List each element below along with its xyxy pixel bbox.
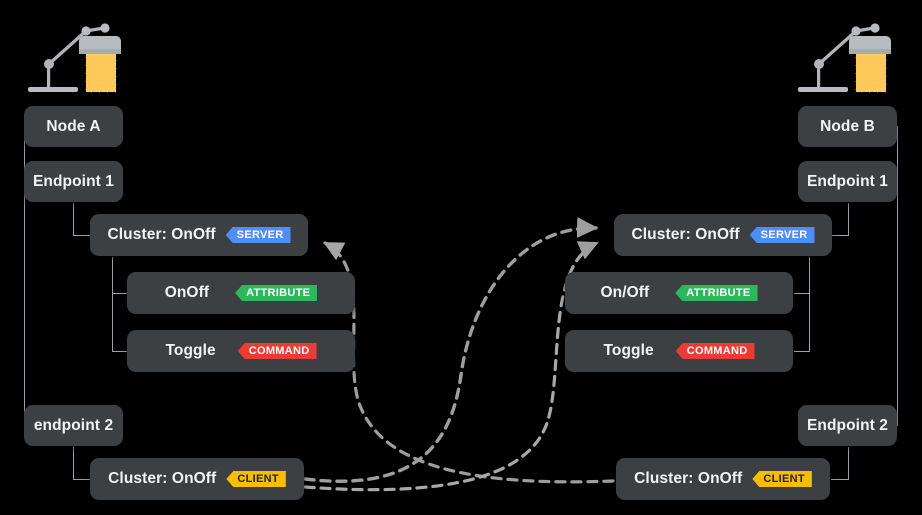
right-ep1-to-cluster-h (831, 235, 849, 237)
right-endpoint-1-label: Endpoint 1 (806, 172, 889, 190)
right-spine-line (897, 126, 899, 426)
left-cluster-server-box[interactable]: Cluster: OnOff SERVER (90, 214, 308, 256)
node-a-label: Node A (46, 117, 101, 135)
right-cluster-client-box[interactable]: Cluster: OnOff CLIENT (616, 458, 830, 500)
right-command-label: Toggle (603, 342, 654, 359)
left-ep1-to-cluster-h (73, 235, 90, 237)
left-endpoint-1-label: Endpoint 1 (32, 172, 115, 190)
left-command-row[interactable]: Toggle COMMAND (127, 330, 355, 372)
right-command-row[interactable]: Toggle COMMAND (565, 330, 793, 372)
right-ep2-to-cluster-v (848, 447, 850, 479)
right-ep2-to-cluster-h (831, 479, 849, 481)
right-cluster-server-label: Cluster: OnOff (631, 226, 740, 243)
attribute-tag: ATTRIBUTE (675, 285, 758, 301)
left-command-label: Toggle (165, 342, 216, 359)
client-tag: CLIENT (752, 471, 812, 487)
right-cluster-server-box[interactable]: Cluster: OnOff SERVER (614, 214, 832, 256)
left-attribute-row[interactable]: OnOff ATTRIBUTE (127, 272, 355, 314)
server-tag: SERVER (225, 227, 291, 243)
command-tag: COMMAND (675, 343, 755, 359)
left-endpoint-2-label: endpoint 2 (33, 416, 114, 434)
left-spine-line (24, 126, 26, 426)
left-endpoint-2-box[interactable]: endpoint 2 (24, 405, 123, 446)
right-endpoint-2-box[interactable]: Endpoint 2 (798, 405, 897, 446)
desk-lamp-icon-right (798, 23, 891, 93)
right-cluster-children-v (809, 257, 811, 351)
attribute-tag: ATTRIBUTE (235, 285, 318, 301)
right-cluster-to-command (794, 351, 810, 353)
right-attribute-row[interactable]: On/Off ATTRIBUTE (565, 272, 793, 314)
left-cluster-server-label: Cluster: OnOff (107, 226, 216, 243)
left-cluster-to-attribute (112, 293, 127, 295)
left-ep1-to-cluster-v (73, 203, 75, 235)
right-cluster-client-label: Cluster: OnOff (634, 470, 743, 487)
client-tag: CLIENT (226, 471, 286, 487)
left-cluster-client-label: Cluster: OnOff (108, 470, 217, 487)
command-tag: COMMAND (237, 343, 317, 359)
right-cluster-to-attribute (794, 293, 810, 295)
left-attribute-label: OnOff (164, 284, 210, 301)
left-ep2-to-cluster-v (73, 447, 75, 479)
left-cluster-client-box[interactable]: Cluster: OnOff CLIENT (90, 458, 304, 500)
right-ep1-to-cluster-v (848, 203, 850, 235)
server-tag: SERVER (749, 227, 815, 243)
node-b-label: Node B (820, 117, 875, 135)
right-endpoint-1-box[interactable]: Endpoint 1 (798, 161, 897, 202)
node-b-box[interactable]: Node B (798, 106, 897, 147)
node-a-box[interactable]: Node A (24, 106, 123, 147)
desk-lamp-icon-left (28, 23, 121, 93)
left-ep2-to-cluster-h (73, 479, 90, 481)
right-endpoint-2-label: Endpoint 2 (806, 416, 889, 434)
left-endpoint-1-box[interactable]: Endpoint 1 (24, 161, 123, 202)
left-cluster-to-command (112, 351, 127, 353)
right-attribute-label: On/Off (600, 284, 650, 301)
left-cluster-children-v (112, 257, 114, 351)
